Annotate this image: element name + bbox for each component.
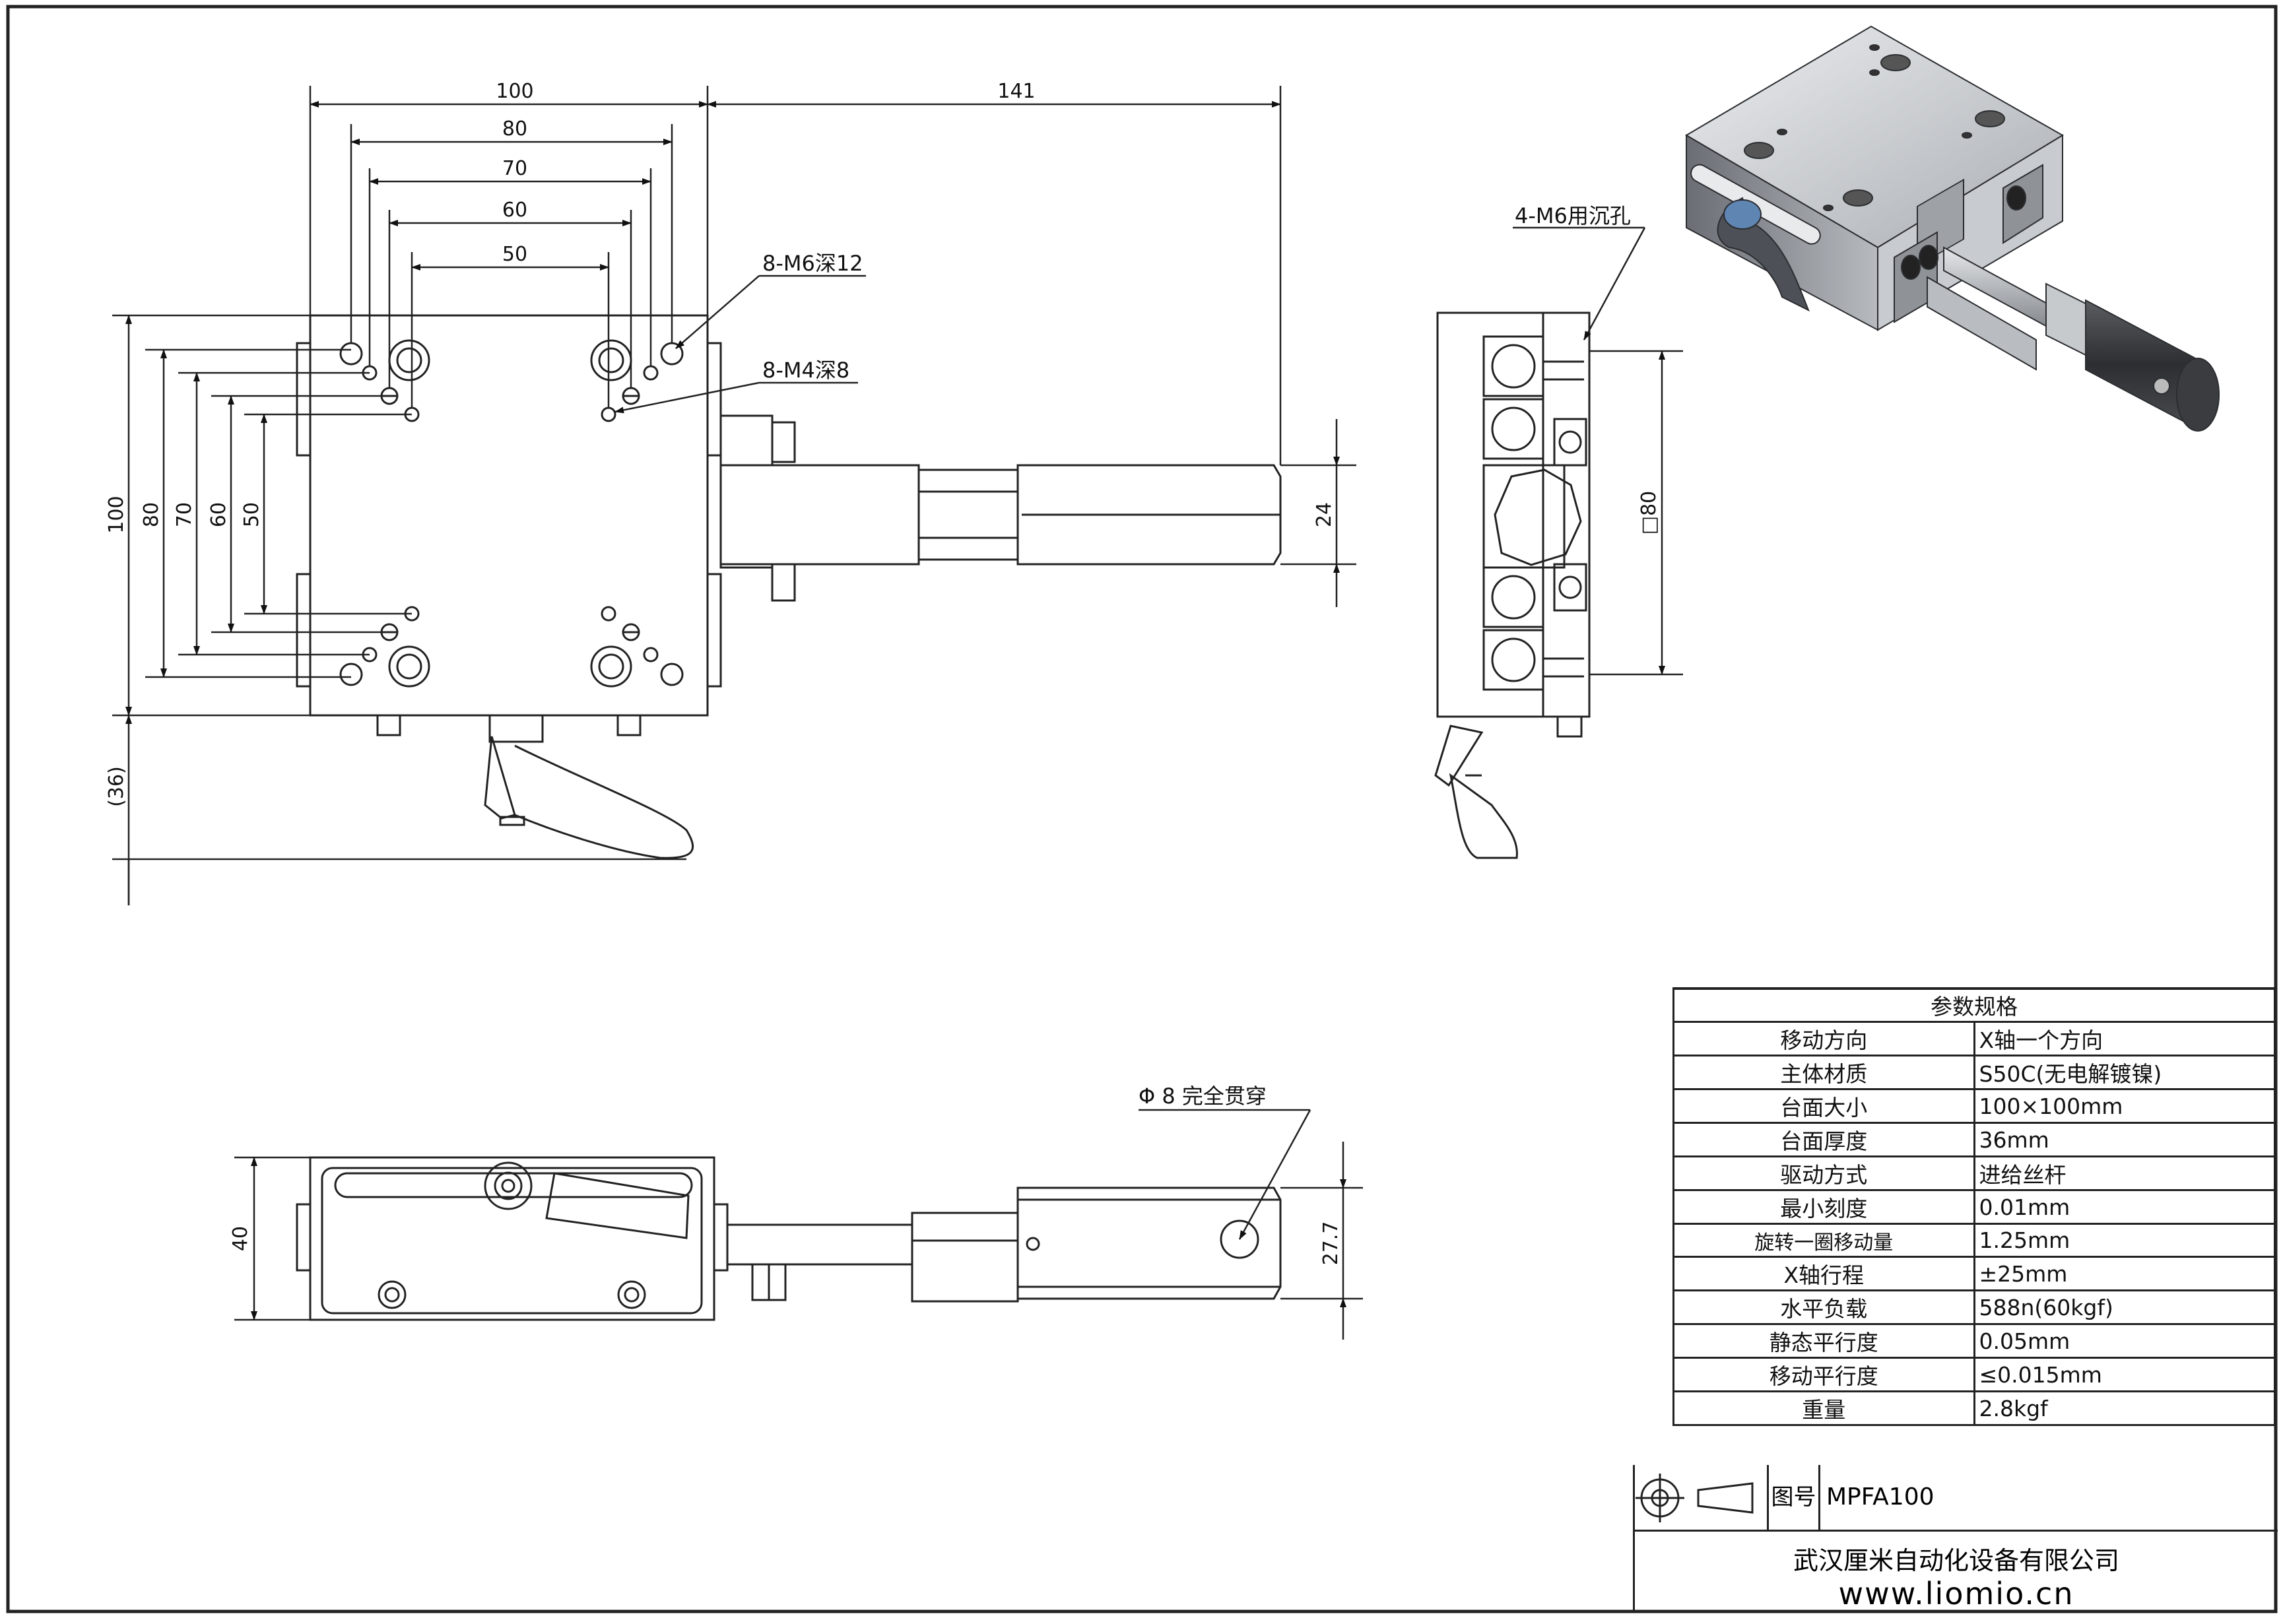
dim-square-80: □80 [1638, 491, 1661, 535]
dim-100-v: 100 [105, 496, 128, 533]
title-block: 图号 MPFA100 武汉厘米自动化设备有限公司 www.liomio.cn [1633, 1465, 2278, 1611]
callout-bore: Φ 8 完全贯穿 [1139, 1084, 1267, 1109]
top-view [296, 314, 1282, 859]
spec-title-row: 参数规格 [1672, 987, 2276, 1023]
first-angle-projection-icon [1636, 1474, 1754, 1522]
isometric-render [1685, 25, 2220, 432]
spec-key: 旋转一圈移动量 [1672, 1223, 1975, 1258]
spec-value: ≤0.015mm [1973, 1357, 2276, 1392]
dim-60-h: 60 [502, 199, 527, 222]
spec-value: 36mm [1973, 1122, 2276, 1157]
dim-100-h: 100 [496, 80, 533, 103]
projection-symbol-cell [1635, 1465, 1769, 1530]
callout-m6: 8-M6深12 [762, 251, 863, 276]
dim-70-h: 70 [502, 157, 527, 180]
spec-key: 移动方向 [1672, 1021, 1975, 1056]
spec-value: 进给丝杆 [1973, 1155, 2276, 1191]
dim-24: 24 [1313, 502, 1336, 527]
dim-50-v: 50 [240, 502, 263, 527]
sheet-border [6, 5, 2278, 1613]
spec-key: 水平负载 [1672, 1289, 1975, 1325]
front-view-dimensions [234, 1109, 1363, 1340]
dim-60-v: 60 [207, 502, 230, 527]
table-row: 移动平行度≤0.015mm [1672, 1357, 2276, 1392]
dim-70-v: 70 [173, 502, 196, 527]
dim-40: 40 [229, 1226, 252, 1251]
spec-value: 100×100mm [1973, 1088, 2276, 1124]
company-name: 武汉厘米自动化设备有限公司 [1793, 1546, 2119, 1575]
top-view-dimensions [112, 86, 1356, 905]
table-row: 驱动方式进给丝杆 [1672, 1155, 2276, 1191]
spec-title: 参数规格 [1672, 987, 2276, 1023]
dim-80-h: 80 [502, 117, 527, 141]
dim-27-7: 27.7 [1319, 1221, 1342, 1266]
spec-value: X轴一个方向 [1973, 1021, 2276, 1056]
callout-counterbore: 4-M6用沉孔 [1515, 203, 1631, 228]
spec-value: 2.8kgf [1973, 1390, 2276, 1426]
spec-key: 最小刻度 [1672, 1189, 1975, 1225]
dim-141: 141 [997, 80, 1035, 103]
spec-value: 0.01mm [1973, 1189, 2276, 1225]
drawing-number-label: 图号 [1769, 1465, 1820, 1530]
spec-key: 移动平行度 [1672, 1357, 1975, 1392]
spec-key: 重量 [1672, 1390, 1975, 1426]
dim-50-h: 50 [502, 243, 527, 266]
spec-value: 1.25mm [1973, 1223, 2276, 1258]
side-view [1434, 311, 1591, 859]
callout-m4: 8-M4深8 [762, 358, 849, 383]
dim-36: (36) [105, 766, 128, 807]
spec-value: S50C(无电解镀镍) [1973, 1055, 2276, 1090]
spec-value: 0.05mm [1973, 1323, 2276, 1359]
spec-key: 主体材质 [1672, 1055, 1975, 1090]
drawing-number: MPFA100 [1826, 1483, 1935, 1510]
spec-value: 588n(60kgf) [1973, 1289, 2276, 1325]
spec-key: X轴行程 [1672, 1256, 1975, 1291]
front-view [296, 1156, 1282, 1321]
spec-key: 台面厚度 [1672, 1122, 1975, 1157]
spec-key: 驱动方式 [1672, 1155, 1975, 1191]
side-view-dimensions [1513, 226, 1683, 676]
table-row: X轴行程±25mm [1672, 1256, 2276, 1291]
spec-key: 静态平行度 [1672, 1323, 1975, 1359]
dim-80-v: 80 [140, 502, 163, 527]
top-view-dim-labels: 100 141 80 70 60 50 100 (36) 80 70 60 50… [105, 80, 1336, 807]
spec-value: ±25mm [1973, 1256, 2276, 1291]
spec-key: 台面大小 [1672, 1088, 1975, 1124]
company-website: www.liomio.cn [1838, 1576, 2074, 1611]
title-block-row: 图号 MPFA100 [1635, 1465, 2278, 1532]
